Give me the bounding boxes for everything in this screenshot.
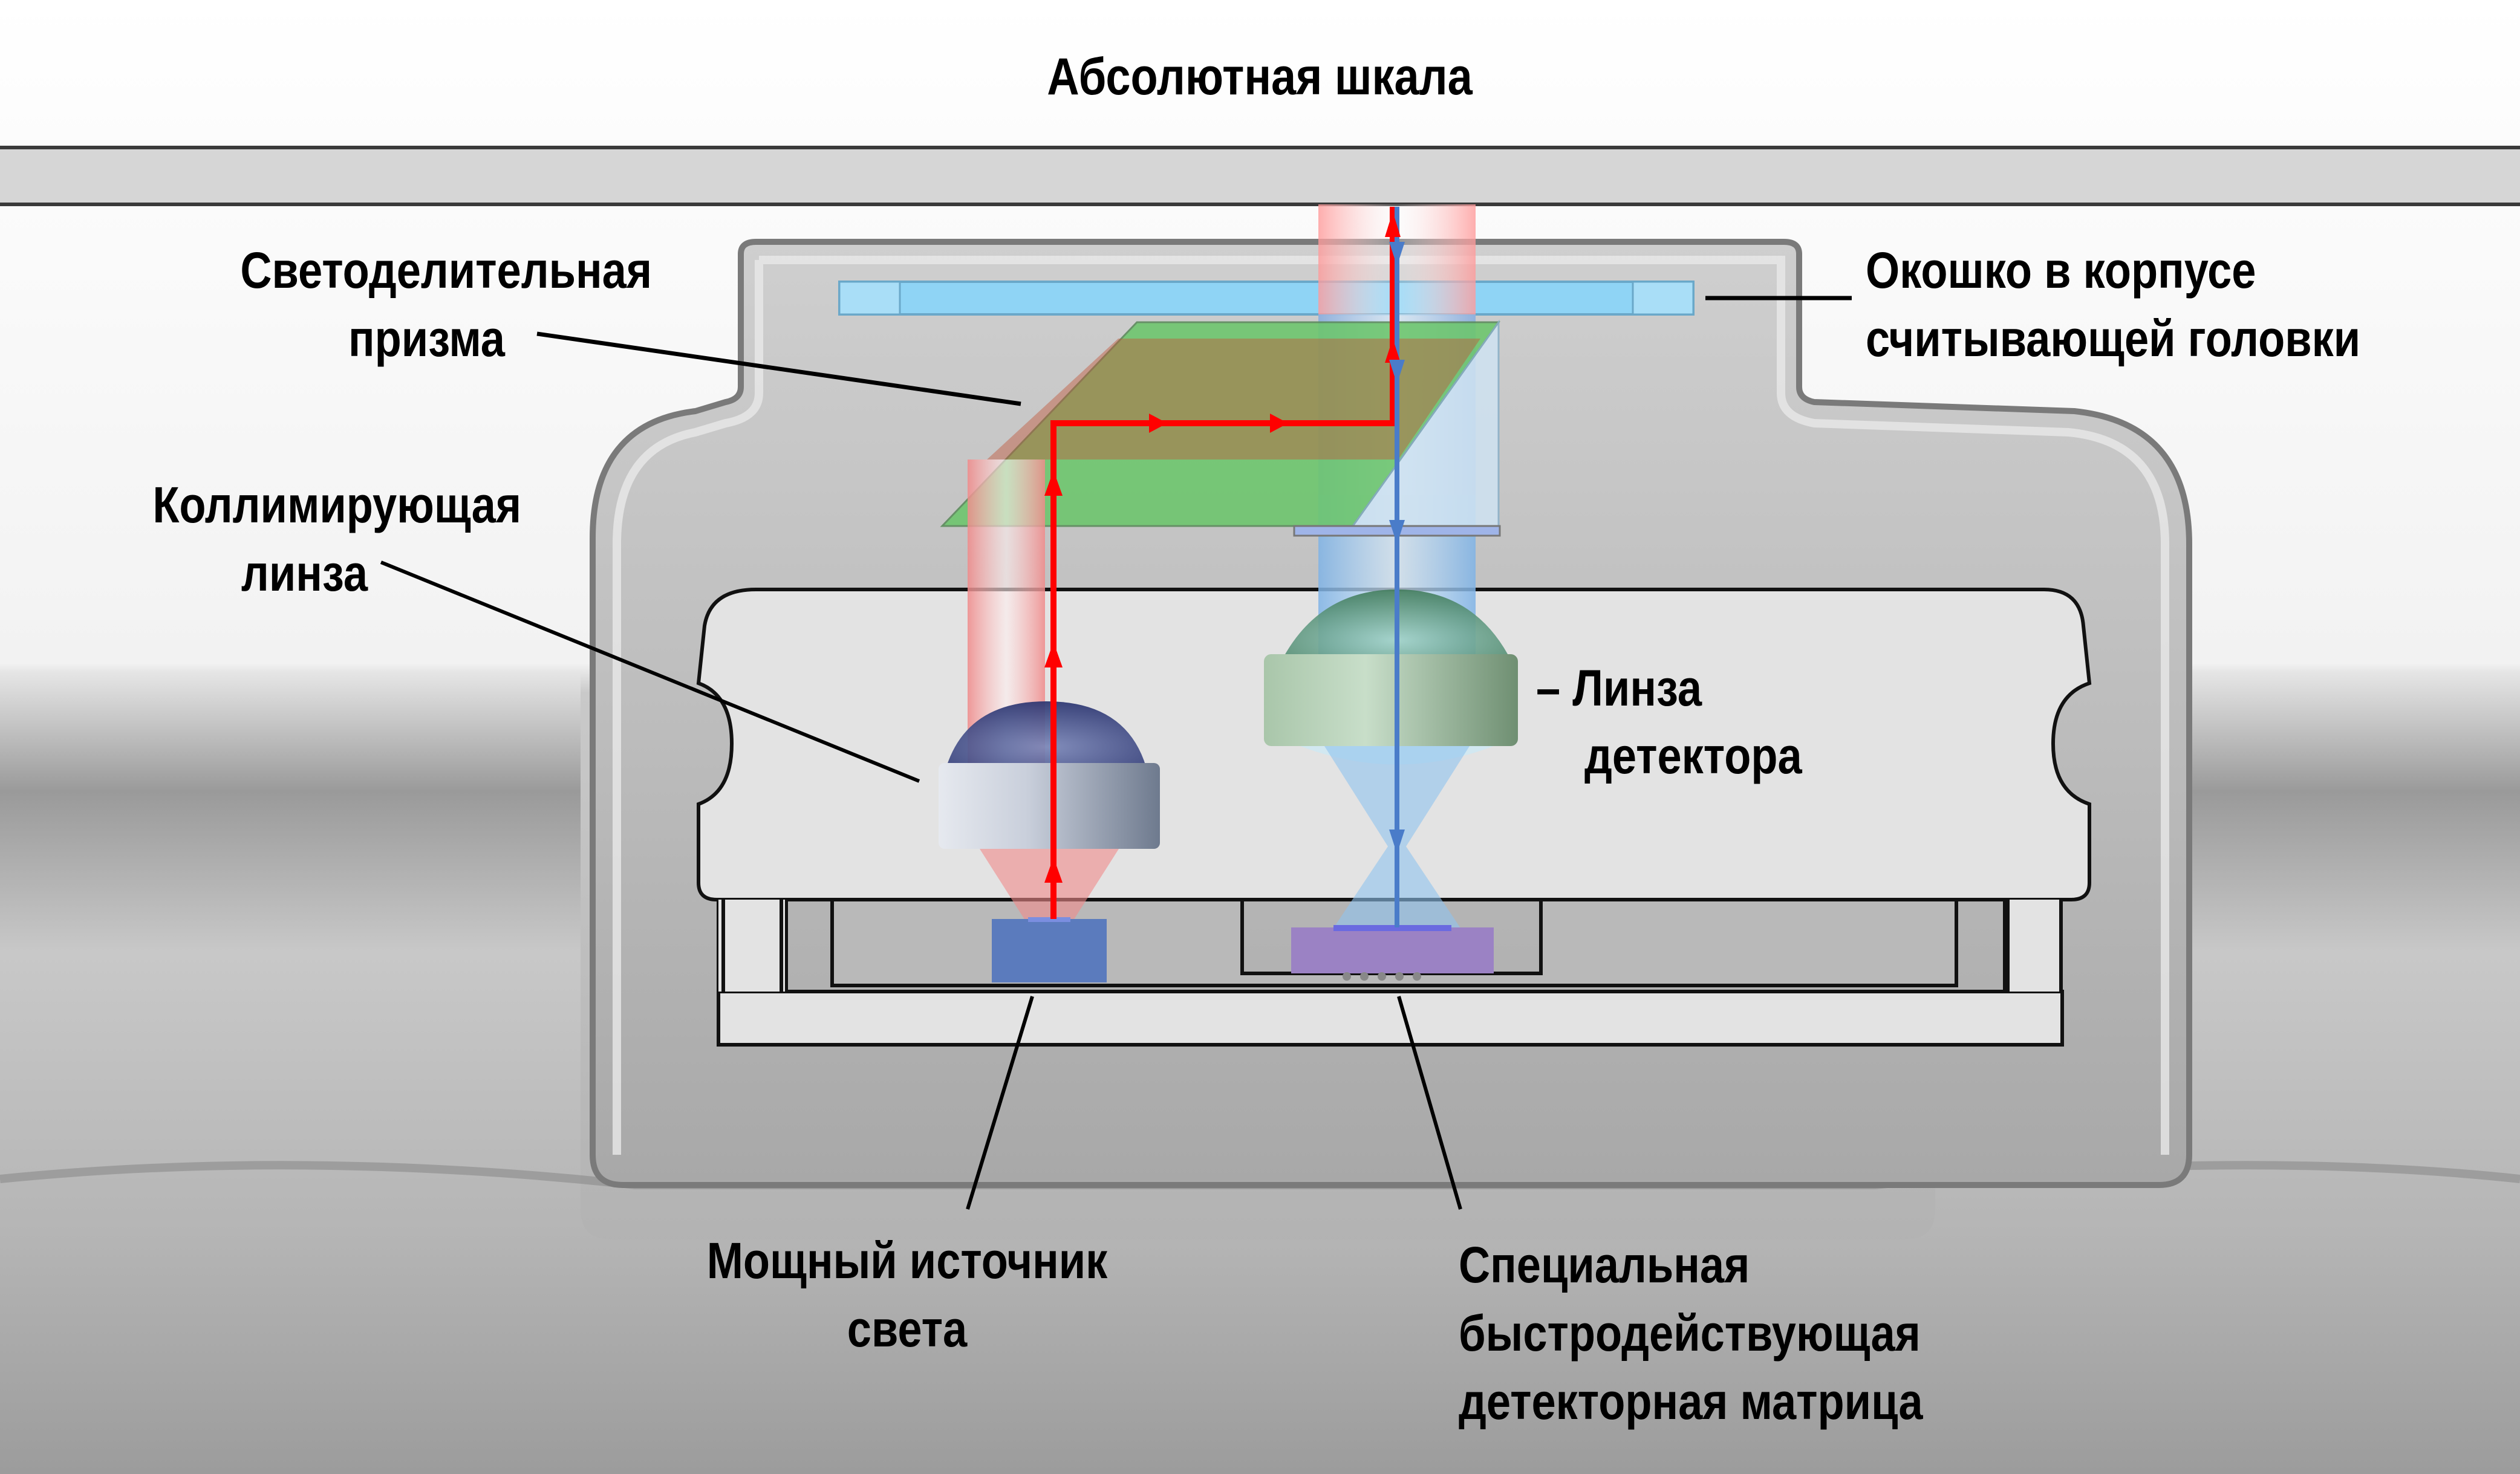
leader-light-source: [966, 996, 1034, 1210]
collimating-lens-label-line1: Коллимирующая: [152, 476, 522, 533]
flange-body: [0, 671, 2520, 1474]
post-left: [718, 900, 785, 992]
detector-lens-label-line2: детектора: [1584, 727, 1802, 784]
detector-array-label-line1: Специальная: [1459, 1236, 1750, 1293]
detector-array-label-line2: быстродействующая: [1459, 1305, 1921, 1362]
beam-splitter-label-line2: призма: [348, 310, 505, 367]
collimating-lens-label-line2: линза: [241, 545, 368, 602]
light-source: [992, 919, 1107, 982]
collimating-lens: [939, 701, 1160, 849]
post-right-outline: [2006, 900, 2063, 992]
detector-lens-label-line1: – Линза: [1536, 660, 1702, 716]
window-label-line1: Окошко в корпусе: [1866, 242, 2256, 299]
detector-array-label-line3: детекторная матрица: [1459, 1373, 1923, 1430]
outgoing-beam-cone: [980, 849, 1119, 920]
outgoing-ray-arrows: [1044, 212, 1401, 883]
absolute-scale-title: Абсолютная шкала: [1047, 48, 1473, 106]
post-right: [2007, 900, 2062, 992]
housing-inner-rim: [613, 256, 2169, 1155]
return-ray-arrows: [1389, 242, 1405, 854]
leader-collimating-lens: [380, 560, 920, 783]
leader-beam-splitter: [536, 331, 1021, 406]
pcb-plate: [717, 990, 2064, 1047]
light-source-label-line2: света: [847, 1300, 968, 1357]
housing-window: [838, 281, 1695, 316]
detector-active-area: [1333, 925, 1451, 931]
leader-detector-array: [1397, 996, 1462, 1210]
detector-array: [1291, 927, 1494, 973]
component-board: [830, 898, 1958, 987]
housing-window-edge-left: [838, 281, 901, 316]
housing-window-edge-right: [1632, 281, 1695, 316]
prism-red-overlay: [987, 339, 1480, 459]
post-left-outline: [721, 900, 783, 992]
light-source-label-line1: Мощный источник: [706, 1232, 1108, 1289]
detector-solder-balls: [1343, 972, 1421, 981]
window-label-line2: считывающей головки: [1866, 310, 2361, 367]
absolute-scale: [0, 146, 2520, 206]
beam-splitter-label-line1: Светоделительная: [240, 242, 652, 299]
outgoing-ray: [1050, 207, 1396, 919]
light-source-emitter: [1028, 917, 1070, 922]
